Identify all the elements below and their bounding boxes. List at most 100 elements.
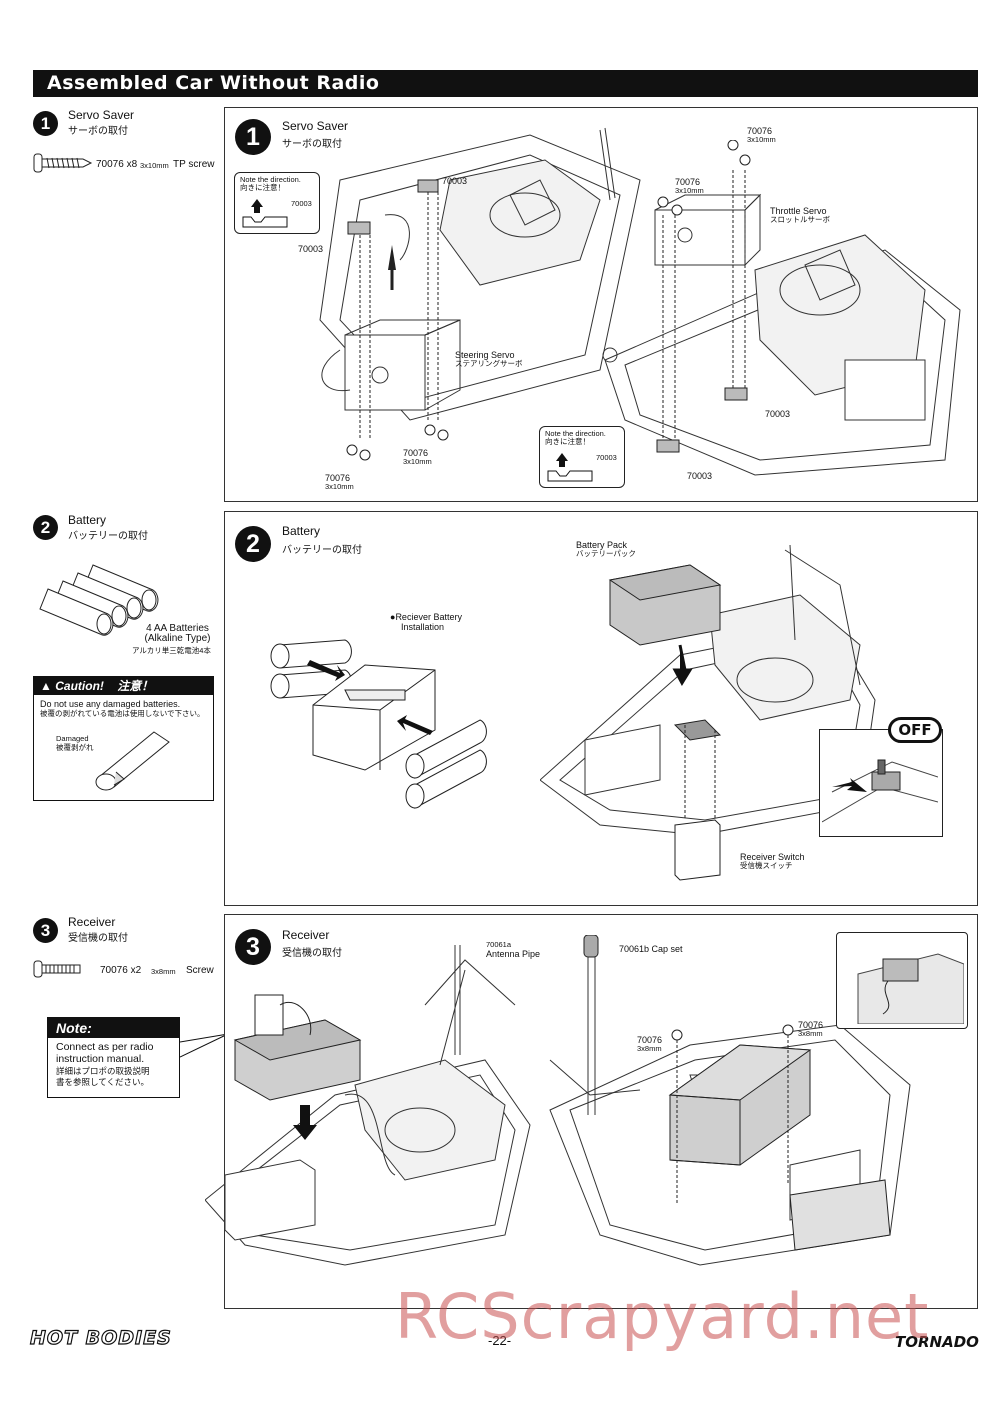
chassis-receiver-box-illustration: [549, 935, 911, 1266]
step-1-title: Servo Saver: [68, 108, 135, 122]
step-2-panel-title: Battery: [282, 524, 321, 538]
damaged-label: Damaged: [56, 734, 89, 743]
part-label-70003: 70003: [298, 244, 324, 254]
step-1-badge: 1: [33, 111, 58, 136]
step-1-title-jp: サーボの取付: [68, 126, 128, 137]
step-2-panel-badge: 2: [235, 526, 271, 562]
step-2-panel-title-jp: バッテリーの取付: [282, 545, 362, 556]
screw-size: 3x8mm: [637, 1044, 662, 1053]
part-label-70003: 70003: [765, 409, 791, 419]
watermark: RCScrapyard.net: [395, 1280, 930, 1353]
step-1-panel-badge: 1: [235, 119, 271, 155]
step-2-title: Battery: [68, 513, 107, 527]
install-line2: Installation: [401, 622, 445, 632]
install-line1: Reciever Battery: [395, 612, 462, 622]
caution-title-jp: 注意！: [117, 679, 154, 693]
part-qty: x8: [126, 159, 138, 170]
step-3-panel-title-jp: 受信機の取付: [282, 948, 342, 959]
part-name: Screw: [186, 965, 214, 976]
screw-code: 70076: [747, 126, 773, 136]
direction-arrow-icon: [547, 453, 593, 482]
tornado-logo: TORNADO: [895, 1333, 979, 1351]
step-3-badge: 3: [33, 918, 58, 943]
batteries-line2: (Alkaline Type): [144, 633, 211, 644]
note-part: 70003: [596, 453, 617, 462]
chassis-battery-illustration: [540, 544, 876, 881]
part-qty: x2: [130, 965, 142, 976]
step-3-title: Receiver: [68, 915, 116, 929]
note-box: Note: Connect as per radio instruction m…: [47, 1017, 180, 1098]
part-label-70003: 70003: [442, 176, 468, 186]
machine-screw-icon: [33, 960, 81, 978]
steering-servo-text-jp: ステアリングサーボ: [455, 359, 523, 368]
steering-servo-text: Steering Servo: [455, 350, 515, 360]
part-code: 70076: [100, 965, 128, 976]
step-3-panel-title: Receiver: [282, 928, 330, 942]
chassis-throttle-illustration: [602, 140, 961, 476]
part-code: 70076: [96, 159, 124, 170]
batteries-line1: 4 AA Batteries: [146, 623, 209, 634]
screw-code: 70076: [637, 1035, 663, 1045]
step-3-panel-badge: 3: [235, 929, 271, 965]
caution-header: ▲ Caution! 注意！: [34, 677, 213, 695]
caution-text: Do not use any damaged batteries.: [40, 699, 181, 709]
part-size: 3x8mm: [151, 967, 176, 976]
screw-size: 3x10mm: [675, 186, 704, 195]
screw-code: 70076: [403, 448, 429, 458]
warning-icon: ▲: [40, 679, 52, 693]
step-2-title-jp: バッテリーの取付: [68, 531, 148, 542]
note-line1: Connect as per radio: [56, 1041, 154, 1053]
part-label-70003: 70003: [687, 471, 713, 481]
step-3-title-jp: 受信機の取付: [68, 933, 128, 944]
aa-batteries-icon: [39, 564, 159, 636]
caution-box: ▲ Caution! 注意！ Do not use any damaged ba…: [33, 676, 214, 801]
battery-pack-text-jp: バッテリーパック: [576, 549, 636, 558]
caution-title: Caution!: [55, 679, 104, 693]
receiver-switch-text-jp: 受信機スイッチ: [740, 861, 793, 870]
antenna-code: 70061a: [486, 940, 512, 949]
caution-text-jp: 被覆の剥がれている電池は使用しないで下さい。: [40, 709, 205, 718]
tp-screw-icon: [33, 153, 93, 173]
note-header: Note:: [48, 1018, 179, 1038]
switch-detail-illustration: [822, 759, 938, 823]
off-callout: OFF: [888, 717, 942, 743]
install-label: ●Reciever Battery Installation: [390, 612, 462, 632]
note-text-jp: 向きに注意！: [240, 183, 285, 192]
damaged-label-jp: 被覆剥がれ: [56, 743, 94, 752]
note-text: Note the direction.: [545, 429, 606, 438]
throttle-servo-text-jp: スロットルサーボ: [770, 215, 830, 224]
battery-pack-text: Battery Pack: [576, 540, 628, 550]
batteries-label: 4 AA Batteries (Alkaline Type): [140, 624, 215, 644]
screw-size: 3x10mm: [325, 482, 354, 491]
note-line2: instruction manual.: [56, 1053, 145, 1065]
step-1-panel-title-jp: サーボの取付: [282, 139, 342, 150]
part-name: TP screw: [173, 159, 215, 170]
chassis-steering-illustration: [319, 127, 641, 461]
screw-code: 70076: [675, 177, 701, 187]
connector-detail-illustration: [857, 953, 964, 1024]
screw-size: 3x10mm: [747, 135, 776, 144]
note-part: 70003: [291, 199, 312, 208]
antenna-name: Antenna Pipe: [486, 949, 541, 959]
screw-code: 70076: [798, 1020, 824, 1030]
cap-set-label: 70061b Cap set: [619, 944, 683, 954]
bullet-icon: ●: [390, 612, 396, 622]
damaged-battery-icon: [95, 731, 170, 791]
direction-note-1: Note the direction. 向きに注意！ 70003: [234, 172, 320, 234]
step-2-badge: 2: [33, 515, 58, 540]
screw-size: 3x8mm: [798, 1029, 823, 1038]
screw-size: 3x10mm: [403, 457, 432, 466]
direction-note-2: Note the direction. 向きに注意！ 70003: [539, 426, 625, 488]
chassis-receiver-illustration: [205, 945, 531, 1266]
note-jp2: 書を参照してください。: [56, 1077, 149, 1087]
part-size: 3x10mm: [140, 161, 169, 170]
